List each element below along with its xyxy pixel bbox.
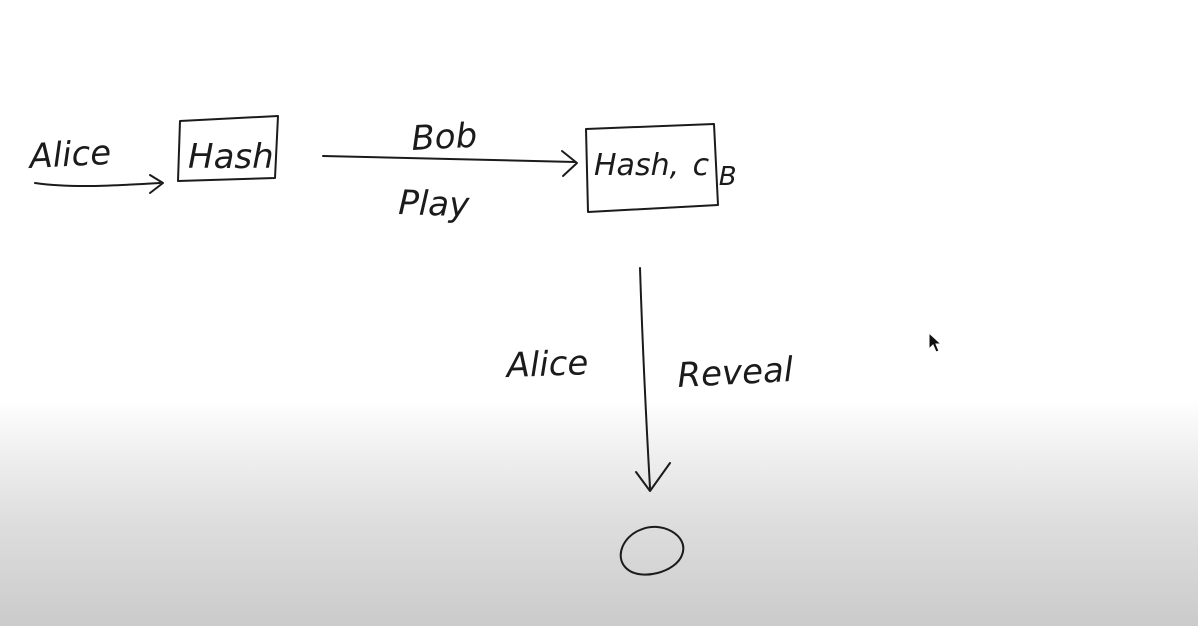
hash-cb-box-label: Hash, c B xyxy=(594,148,737,192)
hash-cb-main: Hash, xyxy=(594,148,679,183)
bob-label: Bob xyxy=(410,116,478,159)
reveal-label: Reveal xyxy=(676,350,794,396)
arrow-down-reveal xyxy=(635,267,671,492)
alice-label-top: Alice xyxy=(26,133,112,177)
hash-cb-c: c xyxy=(693,148,710,183)
hash-box-1: Hash xyxy=(177,115,279,182)
hash-cb-box: Hash, c B xyxy=(585,123,737,213)
mouse-pointer-icon xyxy=(928,331,943,353)
hash-box-1-label: Hash xyxy=(188,137,274,177)
outcome-circle xyxy=(619,525,685,576)
alice-label-bottom: Alice xyxy=(504,343,589,386)
hash-cb-subscript: B xyxy=(719,162,737,192)
arrow-alice-to-hash xyxy=(34,174,164,194)
play-label: Play xyxy=(398,183,471,225)
arrow-hash-to-hash-cb xyxy=(322,150,578,177)
